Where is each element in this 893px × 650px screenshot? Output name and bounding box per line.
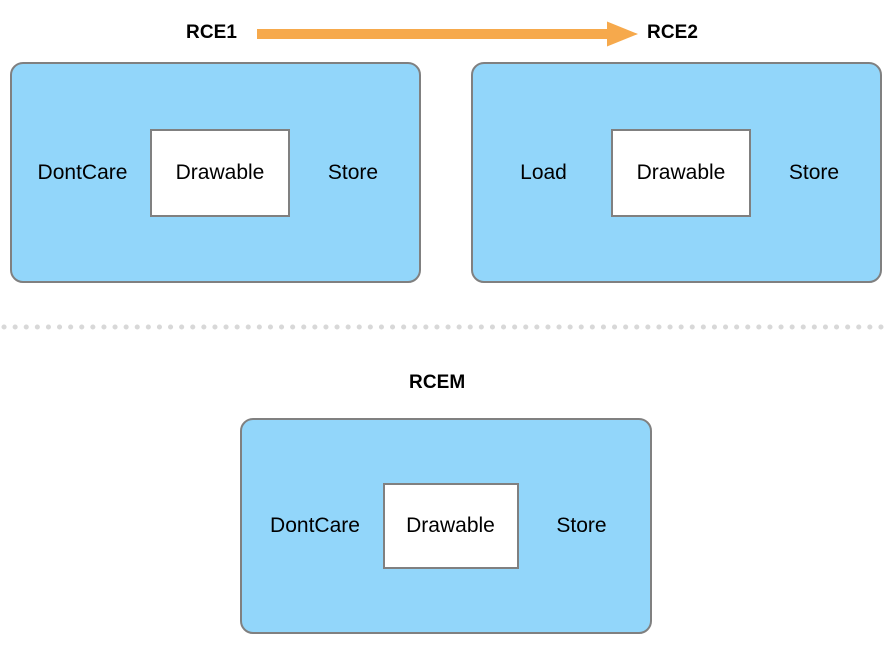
rce1-left-label: DontCare xyxy=(37,160,128,184)
group-title-rce2: RCE2 xyxy=(647,22,699,43)
rce2-container: Load Drawable Store xyxy=(471,62,882,283)
rce1-container: DontCare Drawable Store xyxy=(10,62,421,283)
rce1-drawable-node: Drawable xyxy=(150,128,290,217)
arrow-right-icon xyxy=(255,21,640,47)
rcem-right-label: Store xyxy=(556,514,607,537)
rce2-row: Load Drawable Store xyxy=(473,128,880,217)
dotted-divider-icon xyxy=(0,320,893,332)
group-title-rcem: RCEM xyxy=(409,372,466,393)
rce2-drawable-node: Drawable xyxy=(611,128,751,217)
rce1-row: DontCare Drawable Store xyxy=(12,128,419,217)
rcem-container: DontCare Drawable Store xyxy=(240,418,652,634)
rcem-drawable-node: Drawable xyxy=(382,483,519,569)
rcem-left-label: DontCare xyxy=(270,514,360,537)
rce1-right-label: Store xyxy=(327,160,379,184)
rce2-left-label: Load xyxy=(520,160,567,184)
rce2-right-label: Store xyxy=(788,160,840,184)
rcem-row: DontCare Drawable Store xyxy=(242,483,650,569)
group-title-rce1: RCE1 xyxy=(186,22,238,43)
